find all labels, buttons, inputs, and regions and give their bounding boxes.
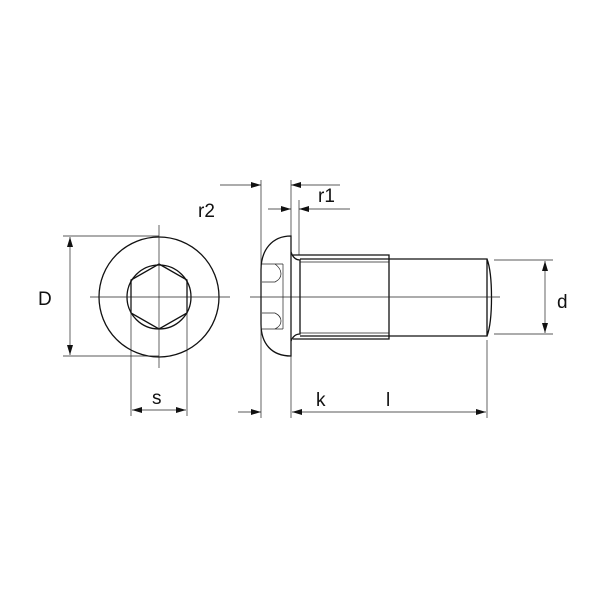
label-d: d xyxy=(557,292,568,313)
label-l: l xyxy=(386,390,390,411)
shank-fillet xyxy=(290,251,301,342)
label-k: k xyxy=(316,390,326,411)
label-D: D xyxy=(38,289,52,310)
button-head xyxy=(260,235,292,357)
label-r2: r2 xyxy=(198,201,215,222)
label-s: s xyxy=(152,388,162,409)
front-view xyxy=(63,225,230,416)
label-r1: r1 xyxy=(318,186,335,207)
side-view xyxy=(220,180,553,418)
hex-recess xyxy=(262,263,284,330)
